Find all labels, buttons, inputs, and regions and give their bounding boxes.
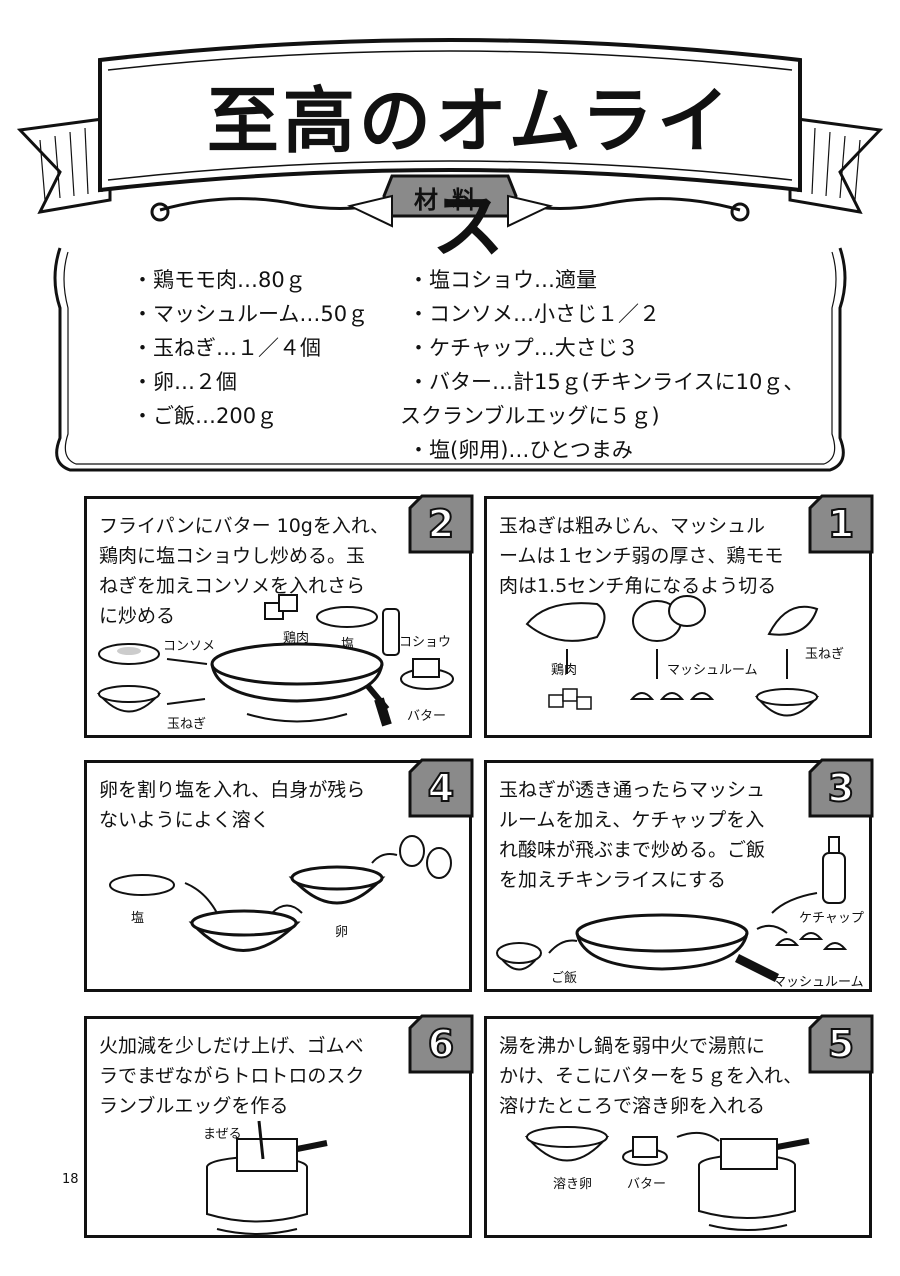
ingredient-right-1: ・コンソメ…小さじ１／２	[408, 302, 660, 326]
step-instructions: 玉ねぎは粗みじん、マッシュル ームは１センチ弱の厚さ、鶏モモ 肉は1.5センチ角…	[499, 511, 783, 601]
label-stir: まぜる	[203, 1127, 242, 1142]
ingredient-left-3: ・卵…２個	[132, 370, 237, 394]
step-2-panel: 2 フライパンにバター 10gを入れ、 鶏肉に塩コショウし炒める。玉 ねぎを加え…	[84, 494, 474, 738]
label-onion: 玉ねぎ	[167, 717, 207, 732]
frying-pan-illustration	[96, 594, 454, 727]
label-butter: バター	[407, 709, 447, 724]
instruction-line: ねぎを加えコンソメを入れさら	[99, 575, 366, 597]
instruction-line: 火加減を少しだけ上げ、ゴムベ	[99, 1035, 364, 1057]
step-1-panel: 1 玉ねぎは粗みじん、マッシュル ームは１センチ弱の厚さ、鶏モモ 肉は1.5セン…	[484, 494, 874, 738]
ingredient-left-4: ・ご飯…200ｇ	[132, 404, 278, 428]
label-chicken: 鶏肉	[283, 631, 310, 646]
step-instructions: 卵を割り塩を入れ、白身が残ら ないようによく溶く	[99, 775, 365, 835]
label-rice: ご飯	[551, 971, 578, 986]
step-number-badge: 5	[808, 1014, 874, 1074]
instruction-line: ームは１センチ弱の厚さ、鶏モモ	[499, 545, 784, 567]
instruction-line: 肉は1.5センチ角になるよう切る	[499, 575, 777, 597]
step-3-panel: 3 玉ねぎが透き通ったらマッシュ ルームを加え、ケチャップを入 れ酸味が飛ぶまで…	[484, 758, 874, 992]
step-instructions: 湯を沸かし鍋を弱中火で湯煎に かけ、そこにバターを５ｇを入れ、 溶けたところで溶…	[499, 1031, 802, 1121]
instruction-line: 湯を沸かし鍋を弱中火で湯煎に	[499, 1035, 766, 1057]
stirring-pot-illustration	[206, 1120, 328, 1235]
instruction-line: に炒める	[99, 605, 176, 627]
cutting-illustration	[525, 595, 820, 717]
ingredients-panel: ・鶏モモ肉…80ｇ ・マッシュルーム…50ｇ ・玉ねぎ…１／４個 ・卵…２個 ・…	[40, 238, 860, 478]
label-pepper: コショウ	[399, 635, 452, 650]
step-number: 4	[427, 765, 455, 811]
instruction-line: ルームを加え、ケチャップを入	[499, 809, 765, 831]
page-title: 至高のオムライス	[206, 79, 734, 268]
step-instructions: 火加減を少しだけ上げ、ゴムベ ラでまぜながらトロトロのスク ランブルエッグを作る	[99, 1031, 364, 1121]
step-number-badge: 4	[408, 758, 474, 818]
instruction-line: ランブルエッグを作る	[99, 1095, 289, 1117]
step-number-badge: 2	[408, 494, 474, 554]
step-instructions: 玉ねぎが透き通ったらマッシュ ルームを加え、ケチャップを入 れ酸味が飛ぶまで炒め…	[499, 775, 765, 895]
label-salt: 塩	[341, 637, 355, 652]
step-5-panel: 5 湯を沸かし鍋を弱中火で湯煎に かけ、そこにバターを５ｇを入れ、 溶けたところ…	[484, 1014, 874, 1238]
label-salt: 塩	[131, 911, 145, 926]
step-number: 5	[827, 1021, 855, 1067]
ingredient-right-2: ・ケチャップ…大さじ３	[408, 336, 639, 360]
step-number: 1	[827, 501, 855, 547]
ingredient-left-2: ・玉ねぎ…１／４個	[132, 336, 321, 360]
label-egg: 卵	[335, 925, 349, 940]
water-bath-illustration	[524, 1126, 810, 1231]
label-onion: 玉ねぎ	[805, 647, 845, 662]
page-number: 18	[62, 1172, 79, 1187]
instruction-line: 溶けたところで溶き卵を入れる	[499, 1095, 766, 1117]
label-mushroom: マッシュルーム	[667, 663, 758, 678]
step-number: 6	[427, 1021, 455, 1067]
instruction-line: フライパンにバター 10gを入れ、	[99, 515, 390, 537]
instruction-line: ないようによく溶く	[99, 809, 270, 831]
ingredient-left-1: ・マッシュルーム…50ｇ	[132, 302, 369, 326]
ingredient-right-4: スクランブルエッグに５ｇ)	[400, 404, 660, 428]
instruction-line: 卵を割り塩を入れ、白身が残ら	[99, 779, 366, 801]
materials-label: 材料	[414, 186, 490, 214]
step-4-panel: 4 卵を割り塩を入れ、白身が残ら ないようによく溶く 塩 卵	[84, 758, 474, 992]
step-number-badge: 6	[408, 1014, 474, 1074]
step-number-badge: 3	[808, 758, 874, 818]
instruction-line: を加えチキンライスにする	[499, 869, 727, 891]
instruction-line: 鶏肉に塩コショウし炒める。玉	[99, 545, 366, 567]
instruction-line: れ酸味が飛ぶまで炒める。ご飯	[499, 839, 766, 861]
instruction-line: 玉ねぎが透き通ったらマッシュ	[499, 779, 766, 801]
step-number: 2	[427, 501, 455, 547]
instruction-line: かけ、そこにバターを５ｇを入れ、	[499, 1065, 803, 1087]
instruction-line: 玉ねぎは粗みじん、マッシュル	[499, 515, 766, 537]
egg-bowl-illustration	[109, 835, 452, 952]
label-butter: バター	[627, 1177, 667, 1192]
ingredient-right-0: ・塩コショウ…適量	[408, 268, 597, 292]
instruction-line: ラでまぜながらトロトロのスク	[99, 1065, 365, 1087]
ingredient-right-5: ・塩(卵用)…ひとつまみ	[408, 438, 633, 462]
label-mushroom: マッシュルーム	[773, 975, 864, 990]
label-ketchup: ケチャップ	[799, 911, 864, 926]
label-consomme: コンソメ	[163, 639, 216, 654]
title-banner: 至高のオムライス 材料	[0, 0, 900, 268]
step-instructions: フライパンにバター 10gを入れ、 鶏肉に塩コショウし炒める。玉 ねぎを加えコン…	[99, 511, 389, 631]
ingredient-right-3: ・バター…計15ｇ(チキンライスに10ｇ、	[408, 370, 805, 394]
chicken-rice-illustration	[496, 836, 848, 983]
ingredient-left-0: ・鶏モモ肉…80ｇ	[132, 268, 306, 292]
step-number-badge: 1	[808, 494, 874, 554]
label-chicken: 鶏肉	[551, 663, 578, 678]
step-6-panel: 6 火加減を少しだけ上げ、ゴムベ ラでまぜながらトロトロのスク ランブルエッグを…	[84, 1014, 474, 1238]
step-number: 3	[827, 765, 855, 811]
label-beaten-egg: 溶き卵	[553, 1177, 593, 1192]
